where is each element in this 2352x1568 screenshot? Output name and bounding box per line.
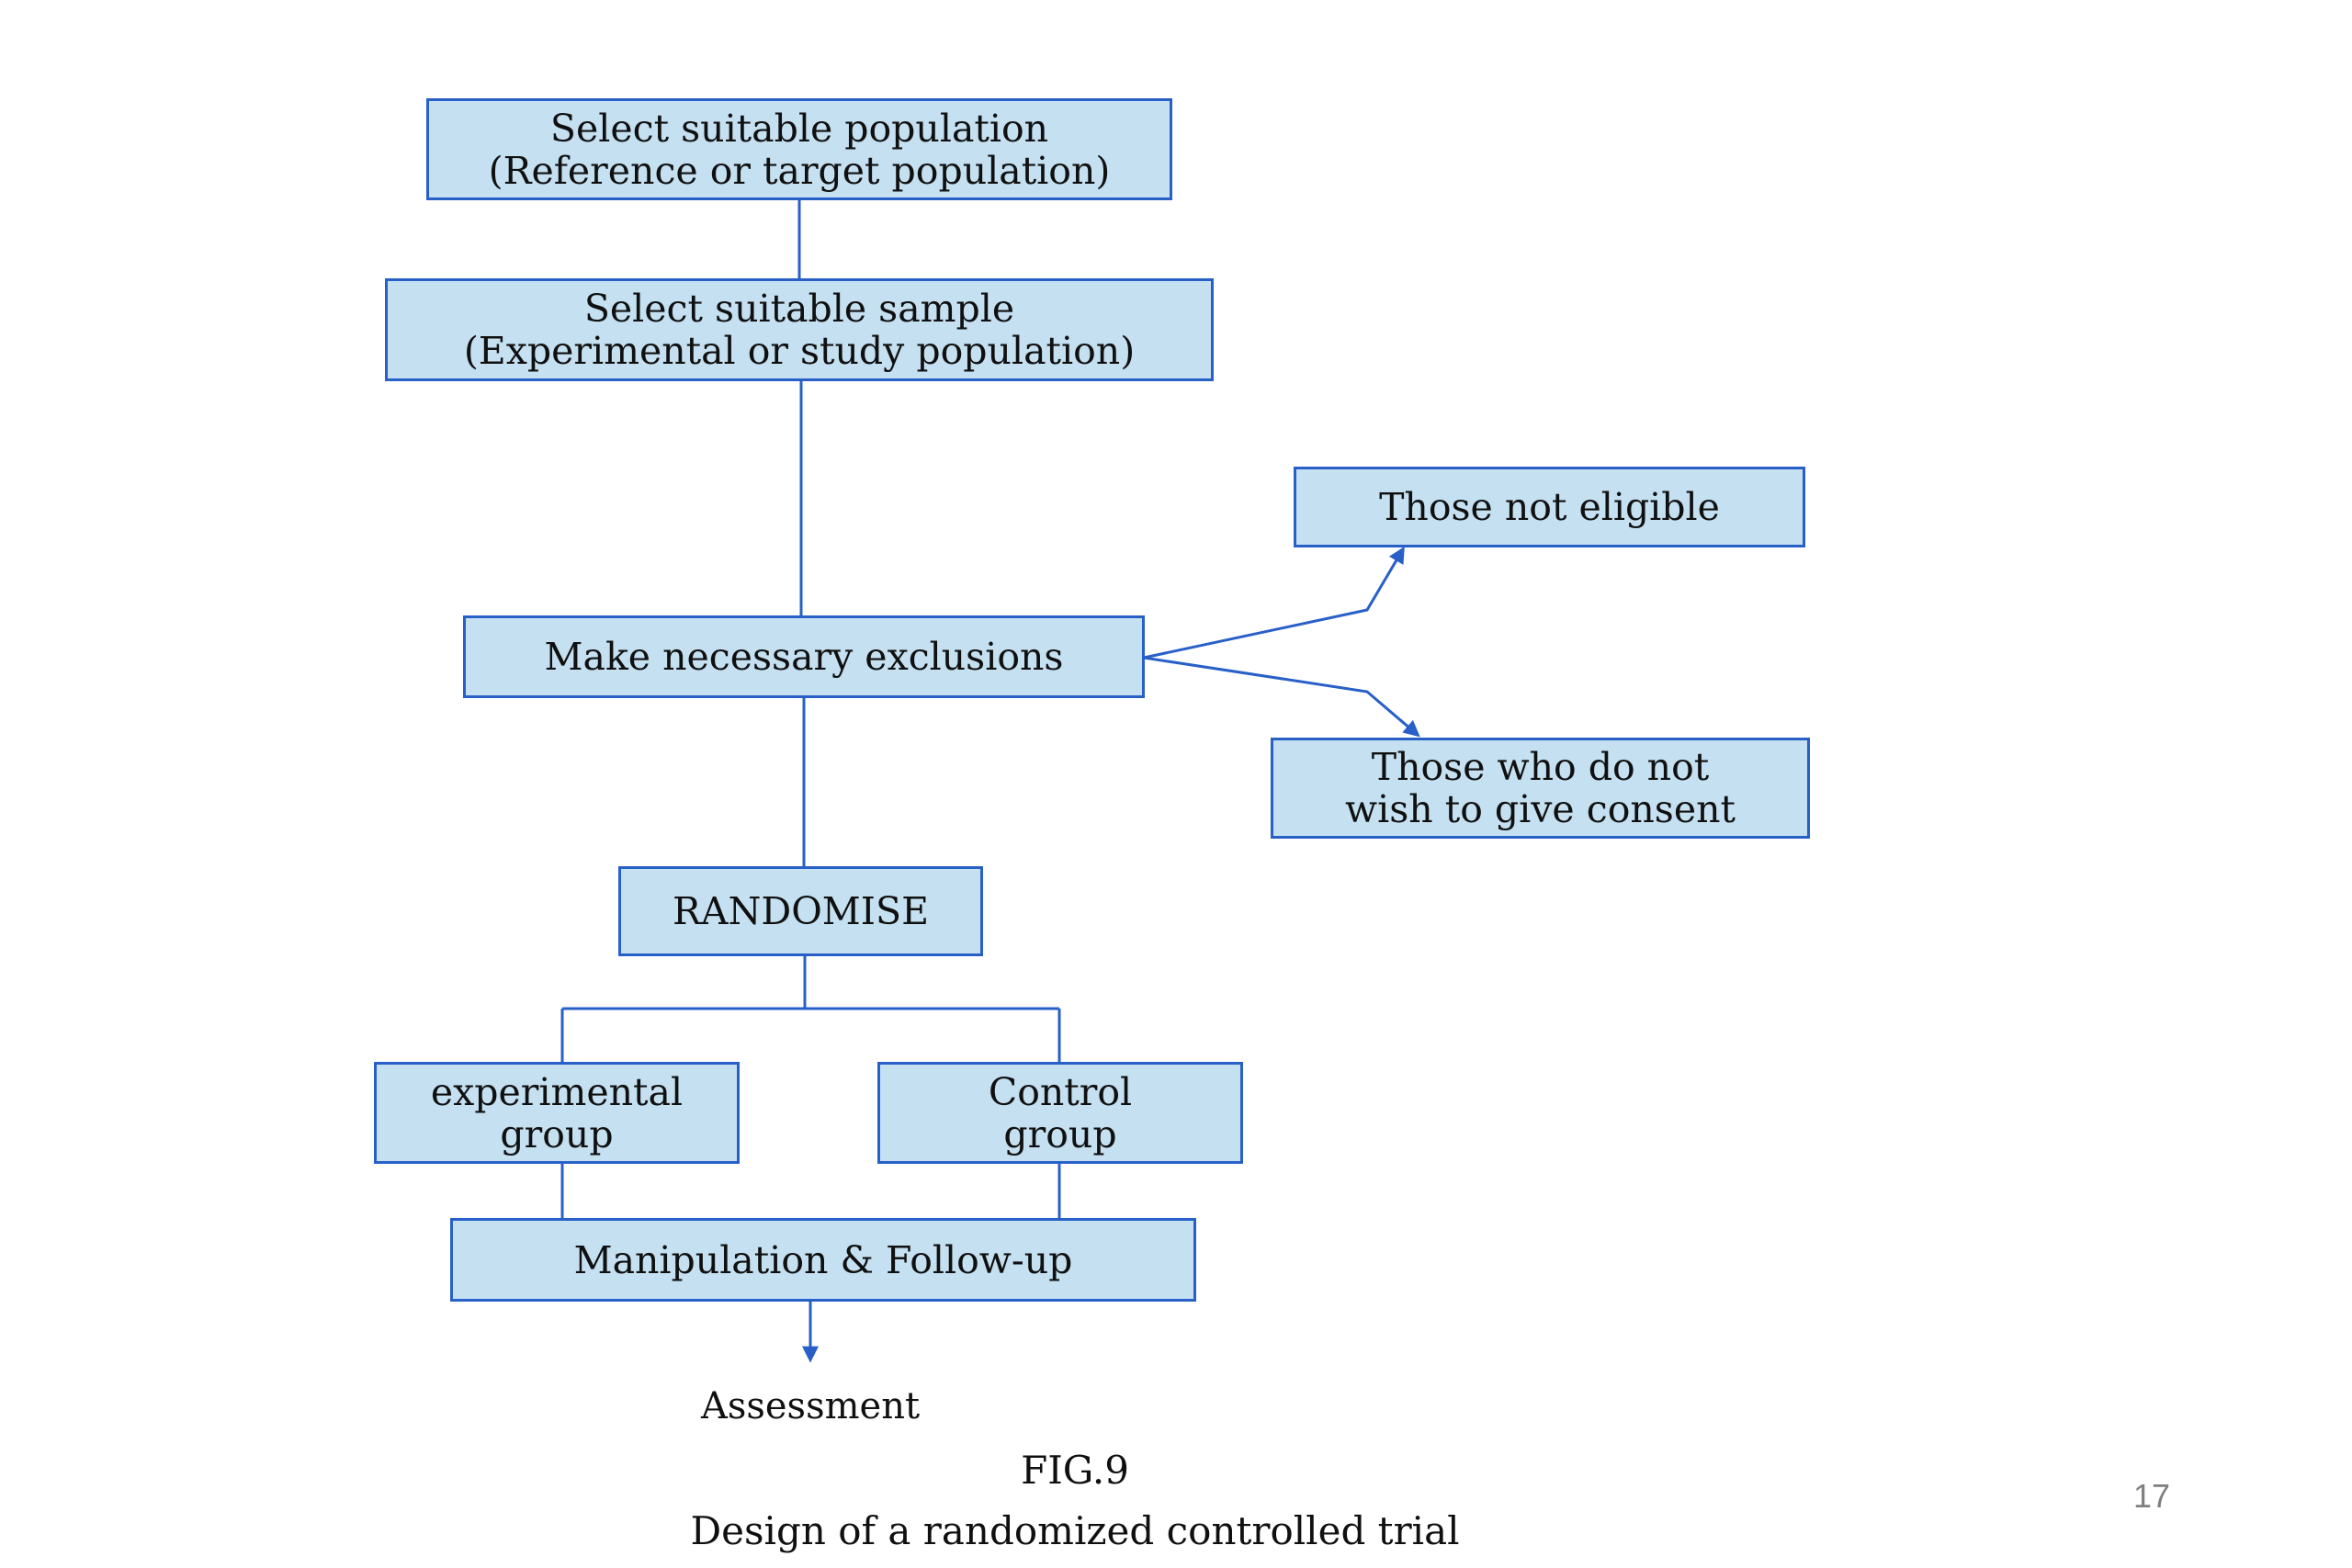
node-control-group-line1: Control bbox=[988, 1069, 1133, 1114]
node-no-consent-line1: Those who do not bbox=[1371, 745, 1710, 789]
arrow-to-not-eligible bbox=[1143, 546, 1405, 660]
node-make-exclusions-line1: Make necessary exclusions bbox=[544, 635, 1064, 679]
node-select-population-line1: Select suitable population bbox=[549, 106, 1049, 151]
node-not-eligible: Those not eligible bbox=[1294, 467, 1805, 547]
node-experimental-group-line2: group bbox=[500, 1111, 614, 1156]
figure-label: FIG.9 bbox=[1021, 1448, 1129, 1493]
node-select-sample-line1: Select suitable sample bbox=[583, 287, 1015, 331]
node-select-population-line2: (Reference or target population) bbox=[488, 148, 1111, 193]
node-experimental-group-line1: experimental bbox=[430, 1069, 684, 1114]
arrow-to-no-consent bbox=[1143, 656, 1420, 738]
node-control-group: Control group bbox=[877, 1062, 1243, 1164]
node-make-exclusions: Make necessary exclusions bbox=[463, 615, 1145, 698]
node-randomise: RANDOMISE bbox=[618, 866, 983, 956]
figure-caption: Design of a randomized controlled trial bbox=[690, 1508, 1460, 1553]
node-experimental-group: experimental group bbox=[374, 1062, 740, 1164]
node-randomise-line1: RANDOMISE bbox=[672, 889, 930, 933]
node-manipulation-follow-up: Manipulation & Follow-up bbox=[450, 1218, 1196, 1302]
node-select-population: Select suitable population (Reference or… bbox=[426, 98, 1172, 200]
node-no-consent: Those who do not wish to give consent bbox=[1271, 738, 1810, 839]
node-assessment: Assessment bbox=[700, 1385, 921, 1427]
node-manipulation-follow-up-line1: Manipulation & Follow-up bbox=[573, 1237, 1073, 1282]
node-select-sample-line2: (Experimental or study population) bbox=[463, 329, 1136, 373]
slide-number: 17 bbox=[2133, 1477, 2171, 1515]
node-not-eligible-line1: Those not eligible bbox=[1379, 485, 1720, 529]
node-select-sample: Select suitable sample (Experimental or … bbox=[385, 278, 1214, 381]
node-no-consent-line2: wish to give consent bbox=[1345, 787, 1736, 831]
node-control-group-line2: group bbox=[1003, 1111, 1117, 1156]
